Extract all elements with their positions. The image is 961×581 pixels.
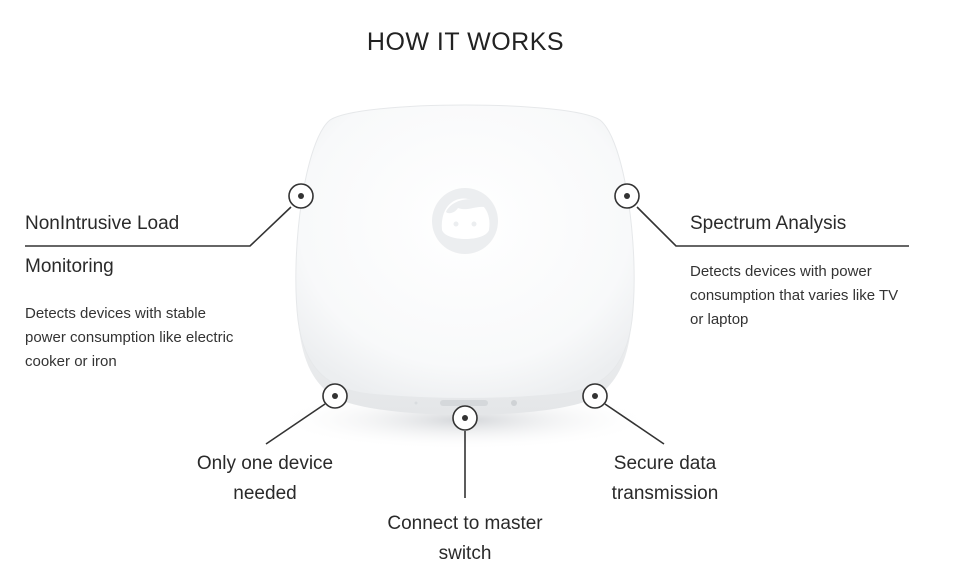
nilm-heading-line1: NonIntrusive Load	[25, 213, 180, 234]
dot-in-circle-icon	[582, 383, 608, 409]
dot-in-circle-icon	[322, 383, 348, 409]
dot-in-circle-icon	[452, 405, 478, 431]
power-port	[511, 400, 517, 406]
nilm-description: Detects devices with stable power consum…	[25, 305, 234, 370]
led-indicator	[414, 401, 418, 405]
one-device-line2: needed	[233, 483, 297, 504]
callout-line-nilm	[25, 206, 292, 247]
face-logo-icon	[432, 188, 498, 254]
spectrum-heading: Spectrum Analysis	[690, 213, 847, 234]
secure-line2: transmission	[611, 483, 719, 504]
callout-line-one-device	[265, 403, 326, 445]
nilm-heading-line2: Monitoring	[25, 256, 114, 277]
spectrum-description: Detects devices with power consumption t…	[690, 263, 899, 328]
one-device-line1: Only one device	[196, 453, 334, 474]
master-switch-line1: Connect to master	[387, 513, 543, 534]
callout-line-secure	[604, 403, 665, 445]
dot-in-circle-icon	[614, 183, 640, 209]
page-title: HOW IT WORKS	[366, 28, 565, 56]
dot-in-circle-icon	[288, 183, 314, 209]
callout-line-spectrum	[636, 206, 909, 247]
master-switch-line2: switch	[438, 543, 492, 564]
secure-line1: Secure data	[613, 453, 717, 474]
usb-port	[440, 400, 488, 406]
